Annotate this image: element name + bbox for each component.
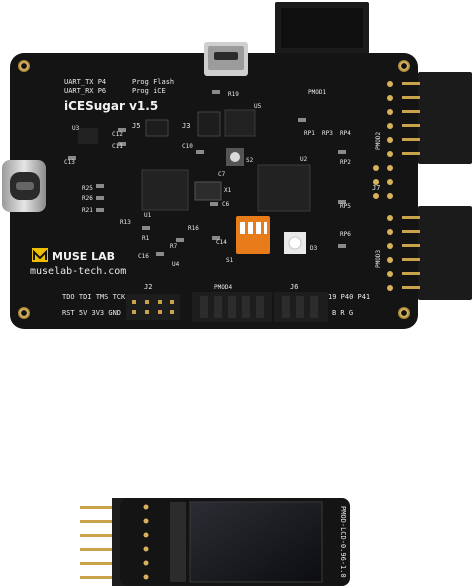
regulator-chip — [78, 128, 98, 144]
c10-label: C10 — [182, 143, 193, 150]
usb-c-connector — [2, 160, 46, 212]
pmod3-header — [402, 206, 472, 300]
u2-label: U2 — [300, 156, 308, 163]
c7-label: C7 — [218, 171, 226, 178]
j6-bottom-label: B R G — [332, 309, 353, 317]
s1-label: S1 — [226, 257, 234, 264]
muse-lab-logo — [32, 248, 48, 262]
rp4-label: RP4 — [340, 130, 351, 137]
board-name: iCESugar v1.5 — [64, 99, 158, 113]
jumper-j3 — [197, 111, 221, 137]
mounting-hole — [18, 307, 30, 319]
mounting-hole — [398, 307, 410, 319]
rp5-label: RP5 — [340, 203, 351, 210]
lcd-pins — [80, 506, 120, 579]
j2-header — [126, 294, 180, 320]
website-label: muselab-tech.com — [30, 266, 126, 277]
j6-label: J6 — [290, 283, 298, 291]
c13-label: C13 — [64, 159, 75, 166]
fpga-chip — [257, 164, 311, 212]
x1-label: X1 — [224, 187, 232, 194]
rp6-label: RP6 — [340, 231, 351, 238]
uart-rx-label: UART_RX P6 — [64, 87, 106, 95]
prog-flash-label: Prog Flash — [132, 78, 174, 86]
rp1-label: RP1 — [304, 130, 315, 137]
prog-ice-label: Prog iCE — [132, 87, 166, 95]
jumper-j5 — [145, 119, 169, 137]
rp3-label: RP3 — [322, 130, 333, 137]
d3-label: D3 — [310, 245, 318, 252]
r1-label: R1 — [142, 235, 150, 242]
r26-label: R26 — [82, 195, 93, 202]
pmod2-header — [402, 72, 472, 164]
u4-label: U4 — [172, 261, 180, 268]
c14-label: C14 — [216, 239, 227, 246]
r19-label: R19 — [228, 91, 239, 98]
j2-bottom-label: RST 5V 3V3 GND — [62, 309, 121, 317]
flash-chip — [224, 109, 256, 137]
pmod2-label: PMOD2 — [375, 132, 382, 150]
c11-label: C11 — [112, 143, 123, 150]
j5-label: J5 — [132, 122, 140, 130]
c12-label: C12 — [112, 131, 123, 138]
j7-label: J7 — [372, 184, 380, 192]
pad-columns — [373, 81, 393, 291]
pmod1-label: PMOD1 — [308, 89, 326, 96]
c16-label: C16 — [138, 253, 149, 260]
lcd-module-label: PMOD-LCD-0.96-1.0 — [339, 506, 347, 578]
j2-top-label: TDO TDI TMS TCK — [62, 293, 126, 301]
u3-label: U3 — [72, 125, 80, 132]
lcd-screen — [189, 501, 323, 583]
micro-usb-connector — [204, 42, 248, 76]
s2-label: S2 — [246, 157, 254, 164]
pmod3-label: PMOD3 — [375, 250, 382, 268]
r7-label: R7 — [170, 243, 178, 250]
r25-label: R25 — [82, 185, 93, 192]
j6-top-label: 19 P40 P41 — [328, 293, 370, 301]
c6-label: C6 — [222, 201, 230, 208]
brand-label: MUSE LAB — [52, 250, 115, 263]
dip-switch — [236, 216, 270, 254]
u1-label: U1 — [144, 212, 152, 219]
lcd-module: PMOD-LCD-0.96-1.0 — [80, 498, 350, 586]
r13-label: R13 — [120, 219, 131, 226]
mcu-chip — [141, 169, 189, 211]
rp2-label: RP2 — [340, 159, 351, 166]
u5-label: U5 — [254, 103, 262, 110]
r16-label: R16 — [188, 225, 199, 232]
r21-label: R21 — [82, 207, 93, 214]
mounting-hole — [398, 60, 410, 72]
j2-label: J2 — [144, 283, 152, 291]
icesugar-board: iCESugar v1.5 MUSE LAB muselab-tech.com … — [2, 2, 472, 329]
uart-tx-label: UART_TX P4 — [64, 78, 106, 86]
mounting-hole — [18, 60, 30, 72]
j3-label: J3 — [182, 122, 190, 130]
crystal — [194, 181, 222, 201]
pmod4-label: PMOD4 — [214, 284, 232, 291]
